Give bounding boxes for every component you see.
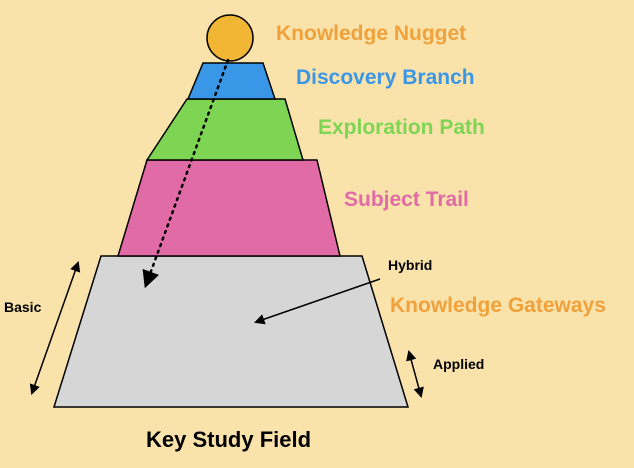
dotted-descent-arrow <box>142 58 230 289</box>
label-hybrid: Hybrid <box>388 257 433 273</box>
tier-subject-trail <box>116 159 341 257</box>
tier-discovery-branch <box>186 62 277 100</box>
label-knowledge-gateways: Knowledge Gateways <box>390 294 606 317</box>
label-basic: Basic <box>4 299 42 315</box>
tier-exploration-path <box>145 98 305 161</box>
label-applied: Applied <box>433 356 485 372</box>
tier-knowledge-gateways <box>52 255 410 408</box>
basic-double-arrow <box>29 261 81 395</box>
knowledge-nugget-circle <box>206 14 254 62</box>
label-knowledge-nugget: Knowledge Nugget <box>276 22 467 45</box>
hybrid-arrow <box>254 278 381 325</box>
diagram-title: Key Study Field <box>146 427 312 452</box>
label-subject-trail: Subject Trail <box>344 188 469 211</box>
label-exploration-path: Exploration Path <box>318 116 485 139</box>
applied-double-arrow <box>406 349 424 399</box>
label-discovery-branch: Discovery Branch <box>296 66 475 89</box>
